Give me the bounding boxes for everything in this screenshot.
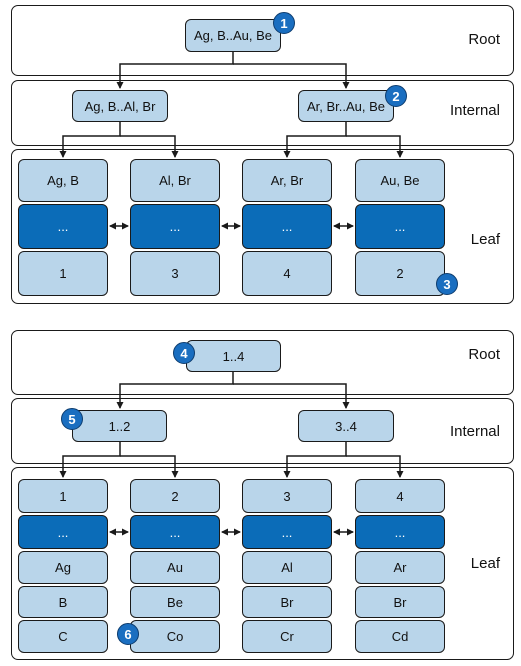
leaf-row-2-1-3: Al xyxy=(242,551,332,584)
tree-edge xyxy=(59,122,121,158)
callout-badge-2: 2 xyxy=(385,85,407,107)
tree-edge xyxy=(116,372,234,409)
leaf-key-2-3: 3 xyxy=(242,479,332,513)
callout-badge-6: 6 xyxy=(117,623,139,645)
leaf-row-2-2-3: Br xyxy=(242,586,332,618)
tree-edge xyxy=(233,63,350,89)
leaf-link-2-2: ... xyxy=(130,515,220,549)
leaf-row-2-1-2: Au xyxy=(130,551,220,584)
leaf-key-1-4: Au, Be xyxy=(355,159,445,202)
tree-edge xyxy=(233,383,350,409)
leaf-key-2-4: 4 xyxy=(355,479,445,513)
leaf-row-2-2-2: Be xyxy=(130,586,220,618)
leaf-link-1-1: ... xyxy=(18,204,108,249)
tree-edge xyxy=(283,442,347,478)
internal-node-1a: Ag, B..Al, Br xyxy=(72,90,168,122)
leaf-link-2-3: ... xyxy=(242,515,332,549)
callout-badge-3: 3 xyxy=(436,273,458,295)
level-label-internal-1: Internal xyxy=(449,102,500,119)
callout-badge-4: 4 xyxy=(173,342,195,364)
leaf-value-1-3: 4 xyxy=(242,251,332,296)
root-node-1: Ag, B..Au, Be xyxy=(185,19,281,52)
level-label-leaf-1: Leaf xyxy=(470,231,500,248)
leaf-key-1-1: Ag, B xyxy=(18,159,108,202)
leaf-row-2-2-1: B xyxy=(18,586,108,618)
tree-edge xyxy=(346,135,404,158)
leaf-row-2-3-4: Cd xyxy=(355,620,445,653)
leaf-key-1-2: Al, Br xyxy=(130,159,220,202)
leaf-value-1-2: 3 xyxy=(130,251,220,296)
leaf-row-2-3-2: Co xyxy=(130,620,220,653)
tree-edge xyxy=(120,135,179,158)
leaf-link-1-3: ... xyxy=(242,204,332,249)
callout-badge-5: 5 xyxy=(61,408,83,430)
internal-node-1b: Ar, Br..Au, Be xyxy=(298,90,394,122)
leaf-row-2-2-4: Br xyxy=(355,586,445,618)
leaf-row-2-1-1: Ag xyxy=(18,551,108,584)
level-label-internal-2: Internal xyxy=(449,423,500,440)
tree-edge xyxy=(116,52,234,89)
leaf-row-2-3-3: Cr xyxy=(242,620,332,653)
leaf-value-1-1: 1 xyxy=(18,251,108,296)
level-label-root-1: Root xyxy=(468,31,500,48)
leaf-link-1-2: ... xyxy=(130,204,220,249)
root-node-2: 1..4 xyxy=(186,340,281,372)
leaf-key-1-3: Ar, Br xyxy=(242,159,332,202)
leaf-link-2-4: ... xyxy=(355,515,445,549)
tree-edge xyxy=(283,122,347,158)
callout-badge-1: 1 xyxy=(273,12,295,34)
level-label-root-2: Root xyxy=(468,346,500,363)
leaf-row-2-1-4: Ar xyxy=(355,551,445,584)
leaf-row-2-3-1: C xyxy=(18,620,108,653)
tree-edge xyxy=(346,455,404,478)
internal-node-2a: 1..2 xyxy=(72,410,167,442)
leaf-link-2-1: ... xyxy=(18,515,108,549)
internal-node-2b: 3..4 xyxy=(298,410,394,442)
tree-edge xyxy=(120,455,179,478)
leaf-value-1-4: 2 xyxy=(355,251,445,296)
leaf-link-1-4: ... xyxy=(355,204,445,249)
leaf-key-2-1: 1 xyxy=(18,479,108,513)
leaf-key-2-2: 2 xyxy=(130,479,220,513)
level-label-leaf-2: Leaf xyxy=(470,555,500,572)
tree-edge xyxy=(59,442,121,478)
